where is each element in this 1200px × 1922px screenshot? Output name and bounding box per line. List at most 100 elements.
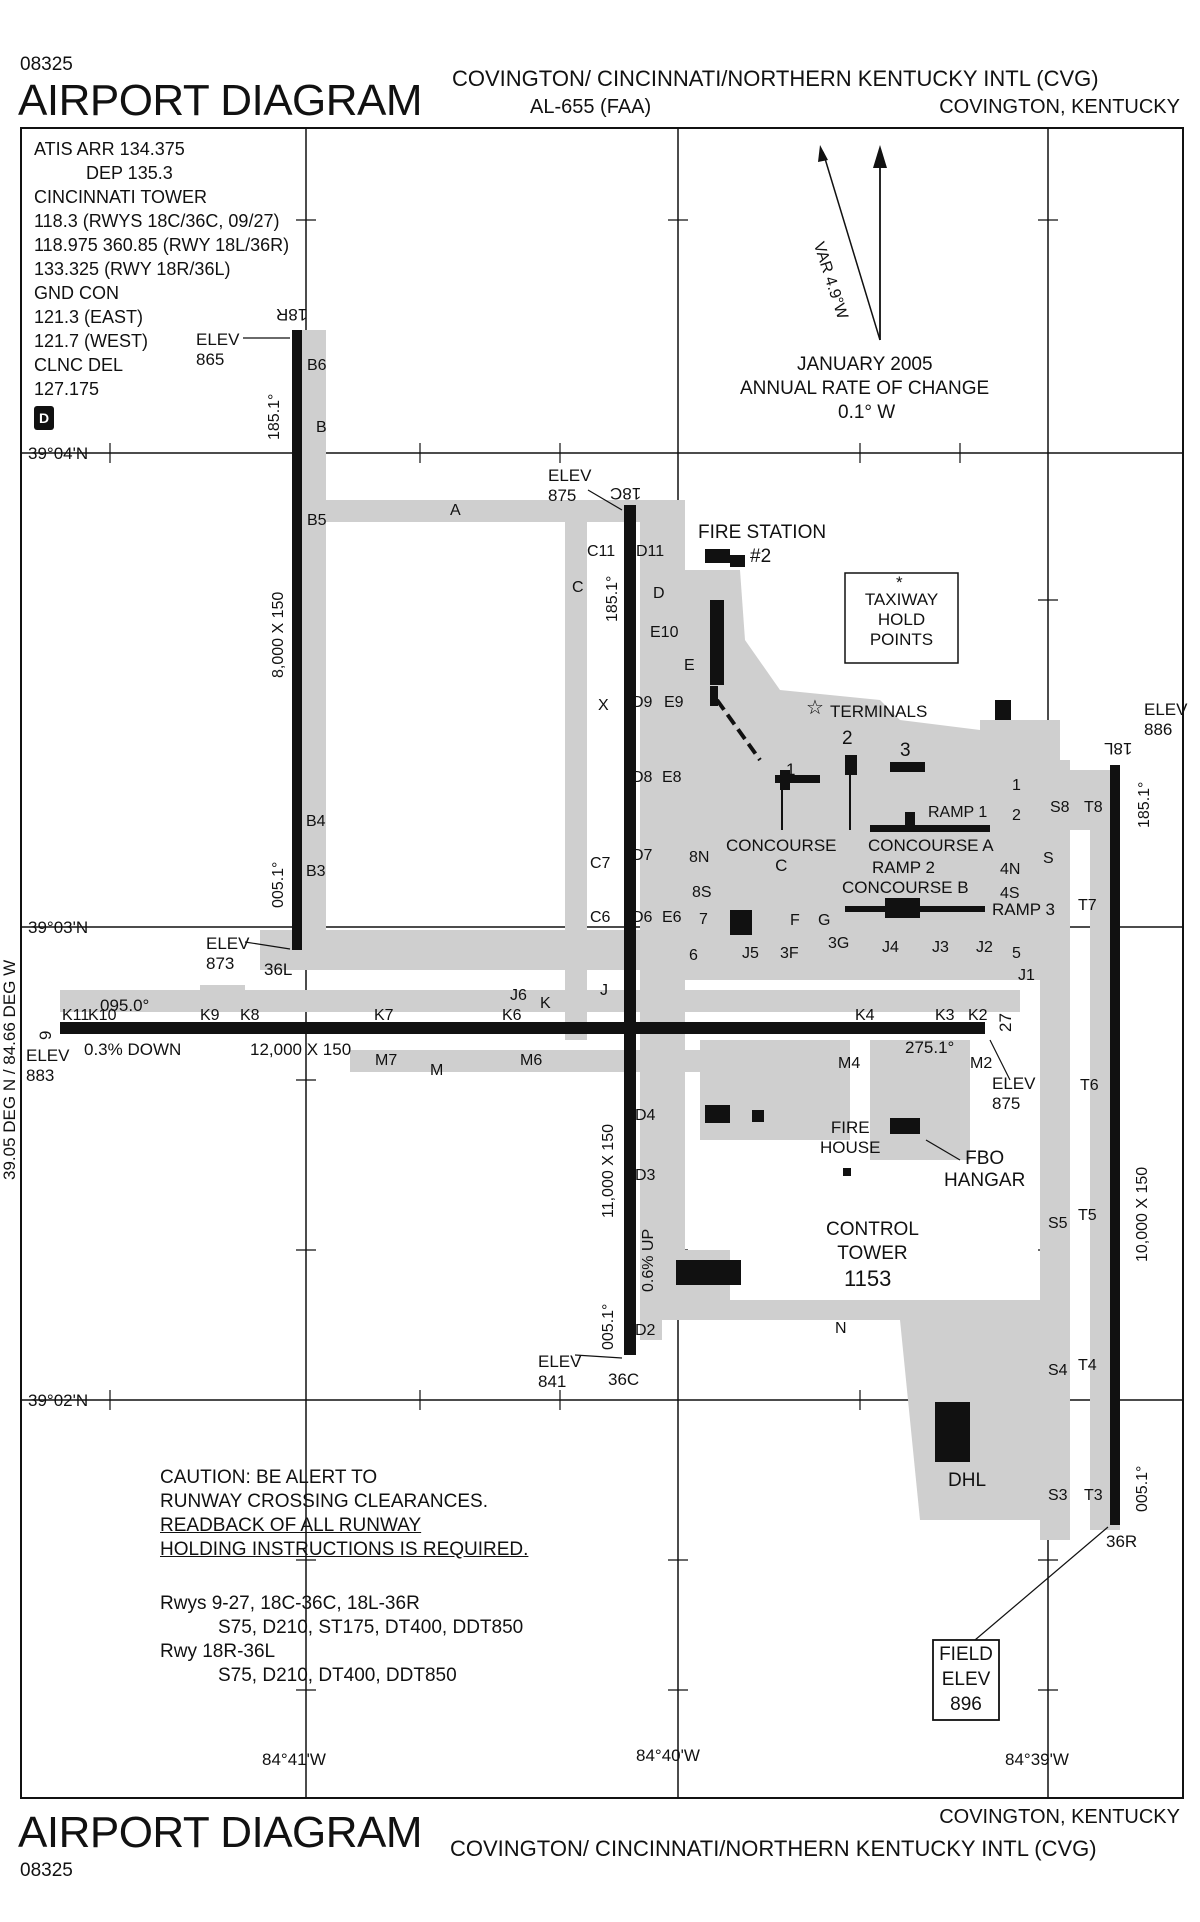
longitude-label: 84°39'W: [1005, 1750, 1069, 1769]
dhl-label: DHL: [948, 1470, 987, 1491]
taxiway-label: K7: [374, 1007, 394, 1024]
concourse-a-label: CONCOURSE A: [868, 836, 994, 855]
taxiway-label: F: [790, 912, 800, 929]
fire-house-label: FIRE HOUSE: [820, 1118, 881, 1157]
taxiway-label: D6: [632, 909, 653, 926]
heading-18L: 185.1°: [1136, 781, 1153, 828]
taxiway-label: J1: [1018, 967, 1035, 984]
taxiway-label: M4: [838, 1055, 860, 1072]
heading-9: 095.0°: [100, 996, 150, 1015]
ramp-1-label: RAMP 1: [928, 804, 988, 821]
heading-18C: 185.1°: [604, 575, 621, 622]
taxiway-label: M2: [970, 1055, 992, 1072]
weight-line: S75, D210, DT400, DDT850: [218, 1665, 457, 1686]
freq-line: 127.175: [34, 379, 100, 399]
latitude-label: 39°03'N: [28, 918, 89, 937]
heading-18R: 185.1°: [266, 393, 283, 440]
heading-36R: 005.1°: [1134, 1465, 1151, 1512]
footer-title: AIRPORT DIAGRAM: [18, 1808, 423, 1857]
terminal-2: [845, 755, 857, 775]
taxiway-label: K11: [62, 1007, 89, 1024]
taxiway-label: K: [540, 995, 551, 1012]
slope-18C: 0.6% UP: [640, 1228, 657, 1292]
freq-line: CLNC DEL: [34, 355, 124, 375]
taxiway-label: D4: [635, 1107, 656, 1124]
concourse-b-label: CONCOURSE B: [842, 878, 969, 897]
dhl-building: [935, 1402, 970, 1462]
taxiway-label: E: [684, 657, 695, 674]
taxiway-label: M7: [375, 1052, 397, 1069]
taxiway-label: 2: [1012, 807, 1021, 824]
terminals-star: ☆: [806, 697, 824, 719]
elev-36C: ELEV 841: [538, 1352, 582, 1391]
terminal-1-label: 1: [786, 760, 796, 779]
taxiway-label: A: [450, 502, 461, 519]
taxiway-label: S5: [1048, 1215, 1068, 1232]
taxiway-label: D7: [632, 847, 653, 864]
taxiway-labels: A B5 B6 B B4 B3 C C11 D11 C7 C6 D D9 E9 …: [62, 357, 1103, 1504]
taxiway-label: D3: [635, 1167, 656, 1184]
weight-line: Rwys 9-27, 18C-36C, 18L-36R: [160, 1593, 420, 1614]
taxiway-label: E10: [650, 624, 679, 641]
ramp-3-label: RAMP 3: [992, 900, 1055, 919]
footer-airport-name: COVINGTON/ CINCINNATI/NORTHERN KENTUCKY …: [450, 1836, 1097, 1861]
chart-title: AIRPORT DIAGRAM: [18, 76, 423, 125]
fire-station-number: #2: [750, 546, 772, 567]
runway-end-36L: 36L: [264, 960, 293, 979]
control-tower-elevation: 1153: [844, 1266, 892, 1291]
variation-rate: 0.1° W: [838, 402, 896, 423]
side-coordinate-text: 39.05 DEG N / 84.66 DEG W: [0, 959, 19, 1180]
runway-end-18C: 18C: [610, 484, 642, 503]
d-atis-badge: D: [34, 406, 55, 430]
fire-station-label: FIRE STATION: [698, 522, 827, 543]
taxiway-label: C11: [587, 543, 615, 560]
map-frame: [20, 127, 1184, 1799]
freq-line: GND CON: [34, 283, 119, 303]
field-elevation-label: FIELD ELEV 896: [939, 1644, 993, 1715]
concourse-lines: [715, 698, 851, 830]
taxiway-label: D11: [636, 543, 664, 560]
taxiway-label: D9: [632, 694, 653, 711]
taxiway-label: 6: [689, 947, 698, 964]
latitude-label: 39°02'N: [28, 1391, 89, 1410]
taxiway-label: 3F: [780, 945, 799, 962]
taxiway-label: B4: [306, 813, 326, 830]
runway-end-18R: 18R: [276, 305, 308, 324]
taxiway-label: 8N: [689, 849, 709, 866]
taxiway-label: B5: [307, 512, 327, 529]
runway-end-36C: 36C: [608, 1370, 640, 1389]
airport-location: COVINGTON, KENTUCKY: [939, 96, 1180, 118]
slope-9: 0.3% DOWN: [84, 1040, 182, 1059]
freq-line: 133.325 (RWY 18R/36L): [34, 259, 231, 279]
taxiway-label: S: [1043, 850, 1054, 867]
taxiway-label: B6: [307, 357, 327, 374]
taxiway-label: 8S: [692, 884, 712, 901]
taxiway-label: D2: [635, 1322, 656, 1339]
runway-18R-36L: [292, 330, 302, 950]
taxiway-label: C7: [590, 855, 611, 872]
footer-code: 08325: [20, 1860, 73, 1881]
elev-18R: ELEV 865: [196, 330, 240, 369]
taxiway-label: K3: [935, 1007, 955, 1024]
runway-18C-36C: [624, 505, 636, 1355]
taxiway-label: T7: [1078, 897, 1097, 914]
footer-location: COVINGTON, KENTUCKY: [939, 1806, 1180, 1828]
field-elev-box: [932, 1639, 1000, 1721]
freq-line: ATIS ARR 134.375: [34, 139, 185, 159]
freq-line: CINCINNATI TOWER: [34, 187, 208, 207]
taxiway-label: T6: [1080, 1077, 1099, 1094]
taxiway-label: K9: [200, 1007, 220, 1024]
latitude-label: 39°04'N: [28, 444, 89, 463]
weight-line: Rwy 18R-36L: [160, 1641, 276, 1662]
variation-rate-label: ANNUAL RATE OF CHANGE: [740, 378, 990, 399]
taxiway-label: B: [316, 419, 327, 436]
taxiway-label: J6: [510, 987, 527, 1004]
elev-9: ELEV 883: [26, 1046, 70, 1085]
taxiway-label: 5: [1012, 945, 1021, 962]
dims-18C: 11,000 X 150: [600, 1123, 617, 1218]
taxiway-label: 4S: [1000, 885, 1020, 902]
taxiway-label: J3: [932, 939, 949, 956]
weight-bearing-note: Rwys 9-27, 18C-36C, 18L-36R S75, D210, S…: [160, 1592, 523, 1688]
hold-points-label: TAXIWAY HOLD POINTS: [864, 590, 939, 649]
